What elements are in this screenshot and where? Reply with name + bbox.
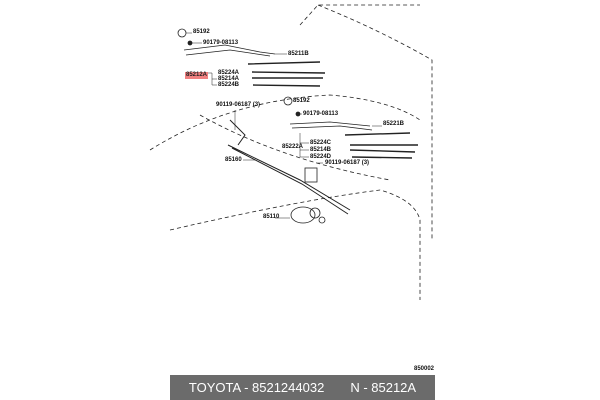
label-90119-06187-lower: 90119-06187 (3) xyxy=(325,160,370,166)
wiper-arm-right xyxy=(283,96,418,159)
label-85211B: 85211B xyxy=(288,51,309,57)
label-85110: 85110 xyxy=(263,214,280,220)
label-85224B: 85224B xyxy=(218,82,240,88)
vehicle-outline xyxy=(149,4,433,300)
part-info-bar: TOYOTA - 8521244032 N - 85212A xyxy=(170,375,435,400)
label-90179-08113-upper: 90179-08113 xyxy=(203,40,239,46)
leader-lines xyxy=(186,32,382,219)
label-85212A-highlighted[interactable]: 85212A xyxy=(185,72,209,79)
label-85224C: 85224C xyxy=(310,140,332,146)
part-number-text: TOYOTA - 8521244032 xyxy=(188,380,325,395)
label-85224D: 85224D xyxy=(310,154,332,160)
diagram-id: 850002 xyxy=(414,366,435,372)
label-85214A: 85214A xyxy=(218,76,240,82)
label-85221B: 85221B xyxy=(383,121,405,127)
wiper-link-and-motor xyxy=(227,119,351,224)
label-90179-08113-lower: 90179-08113 xyxy=(303,111,339,117)
reference-number-text: N - 85212A xyxy=(350,380,417,395)
label-85224A: 85224A xyxy=(218,70,240,76)
label-85160: 85160 xyxy=(225,157,242,163)
label-85214B: 85214B xyxy=(310,147,332,153)
label-85192-upper: 85192 xyxy=(193,29,210,35)
label-85192-lower: 85192 xyxy=(293,98,310,104)
label-90119-06187-upper: 90119-06187 (3) xyxy=(216,102,261,108)
label-85222A: 85222A xyxy=(282,144,304,150)
wiper-arm-left xyxy=(177,28,326,87)
